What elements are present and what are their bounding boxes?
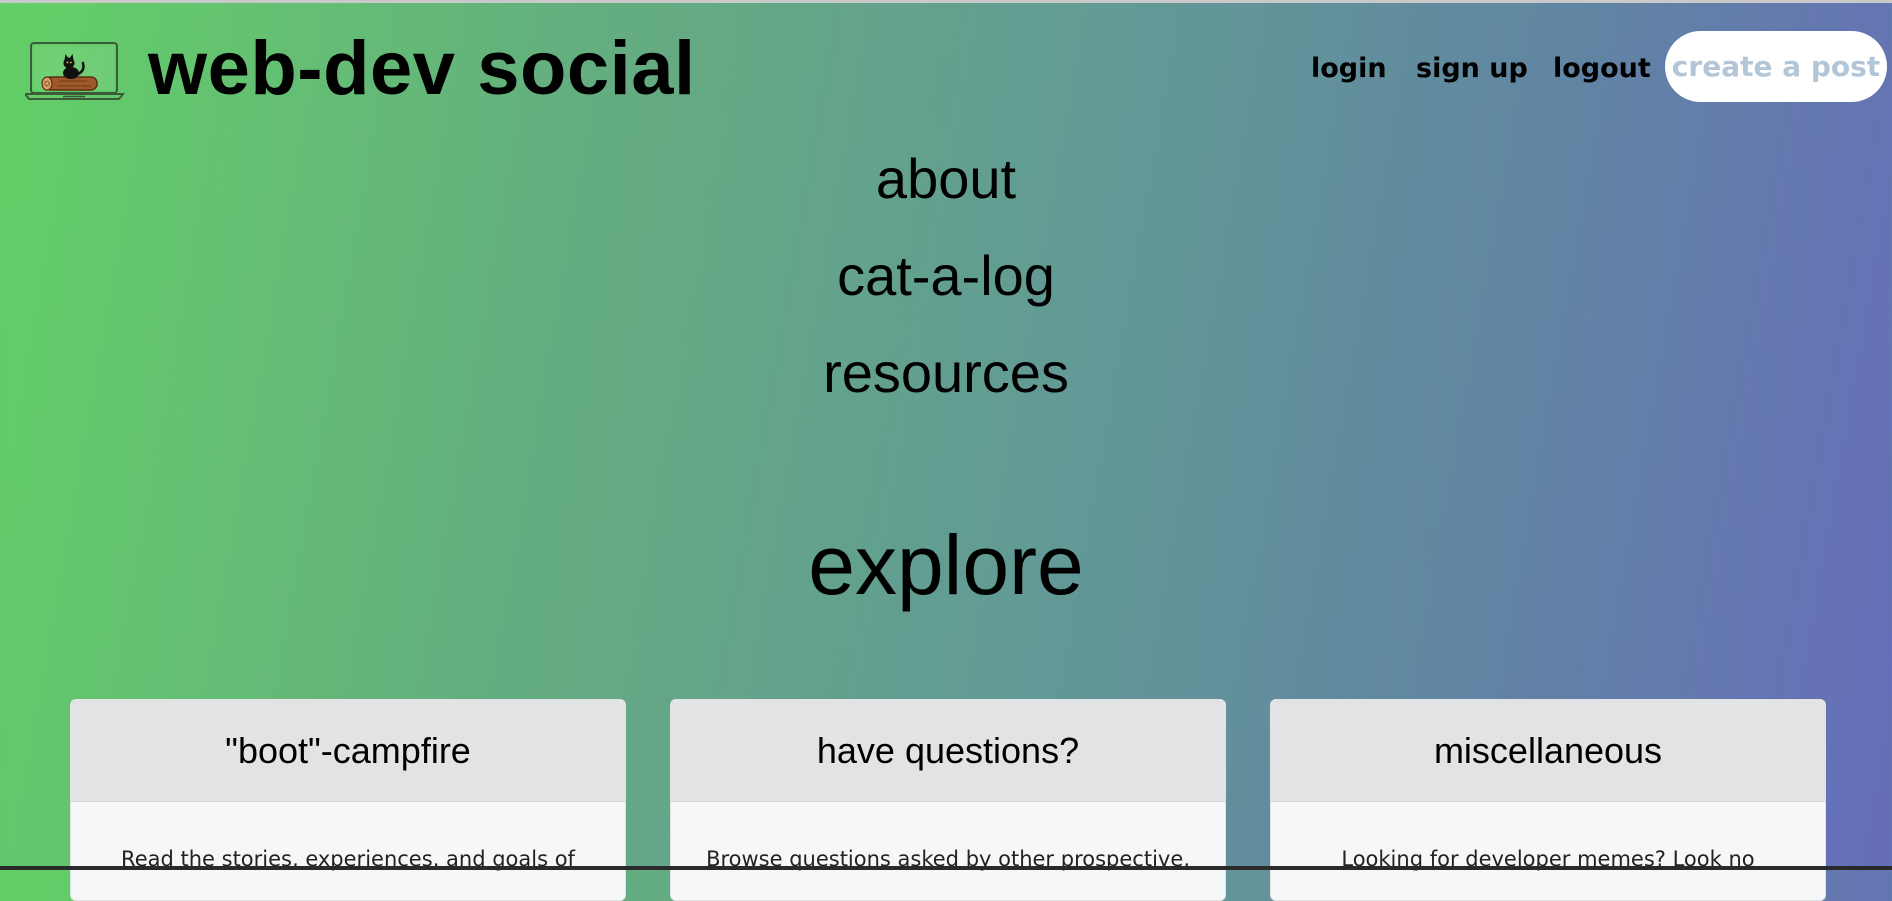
miscellaneous-card[interactable]: miscellaneous Looking for developer meme… (1270, 699, 1826, 901)
nav-login-link[interactable]: login (1311, 53, 1387, 84)
card-title: miscellaneous (1271, 700, 1825, 802)
laptop-cat-logo-icon[interactable] (22, 41, 127, 103)
about-link[interactable]: about (875, 147, 1017, 210)
catalog-link[interactable]: cat-a-log (837, 244, 1055, 307)
card-title: "boot"-campfire (71, 700, 625, 802)
create-post-button[interactable]: create a post (1665, 31, 1887, 102)
window-top-edge (0, 0, 1892, 3)
nav-signup-link[interactable]: sign up (1416, 53, 1528, 84)
window-bottom-edge (0, 866, 1892, 870)
card-description: Browse questions asked by other prospect… (706, 847, 1190, 871)
card-description: Looking for developer memes? Look no (1341, 847, 1755, 871)
nav-logout-link[interactable]: logout (1553, 53, 1651, 84)
site-title[interactable]: web-dev social (148, 26, 696, 111)
card-title: have questions? (671, 700, 1225, 802)
bootcampfire-card[interactable]: "boot"-campfire Read the stories, experi… (70, 699, 626, 901)
questions-card[interactable]: have questions? Browse questions asked b… (670, 699, 1226, 901)
card-description: Read the stories, experiences, and goals… (121, 847, 575, 871)
site-header: web-dev social login sign up logout crea… (0, 3, 1892, 133)
resources-link[interactable]: resources (823, 341, 1069, 404)
explore-heading: explore (808, 518, 1084, 612)
